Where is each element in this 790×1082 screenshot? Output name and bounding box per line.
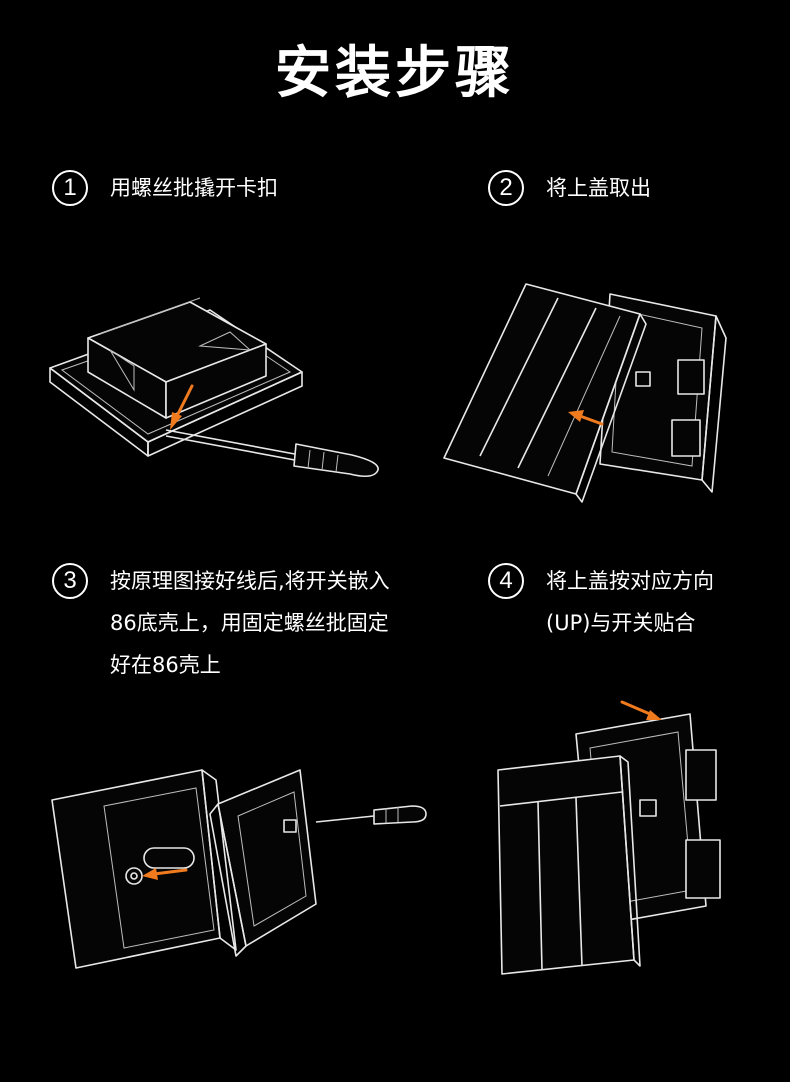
- step-2-line-1: 将上盖取出: [546, 176, 651, 200]
- step-3-line-1: 按原理图接好线后,将开关嵌入: [110, 569, 390, 593]
- step-2-number-badge: 2: [488, 170, 524, 206]
- step-2-illustration: [443, 283, 727, 503]
- step-3-line-2: 86底壳上，用固定螺丝批固定: [110, 611, 389, 635]
- step-2-text: 将上盖取出: [546, 167, 651, 209]
- step-1-number-badge: 1: [52, 170, 88, 206]
- arrow-icon: [568, 410, 604, 426]
- step-1-line-1: 用螺丝批撬开卡扣: [110, 176, 278, 200]
- arrow-icon: [170, 384, 194, 430]
- step-3-text: 按原理图接好线后,将开关嵌入 86底壳上，用固定螺丝批固定 好在86壳上: [110, 560, 390, 686]
- page-title: 安装步骤: [275, 41, 515, 106]
- arrow-icon: [620, 700, 662, 720]
- step-3-number-badge: 3: [52, 563, 88, 599]
- screwdriver-icon: [315, 805, 427, 825]
- step-4-illustration: [497, 700, 721, 975]
- step-4-text: 将上盖按对应方向 (UP)与开关贴合: [546, 560, 714, 644]
- step-4-number-badge: 4: [488, 563, 524, 599]
- step-4-line-1: 将上盖按对应方向: [546, 569, 714, 593]
- arrow-icon: [142, 868, 188, 880]
- step-3-illustration: [51, 769, 427, 969]
- screwdriver-icon: [165, 429, 379, 478]
- step-3-line-3: 好在86壳上: [110, 653, 221, 677]
- step-1-illustration: [49, 297, 379, 478]
- step-4-line-2: (UP)与开关贴合: [546, 611, 696, 635]
- step-1-text: 用螺丝批撬开卡扣: [110, 167, 278, 209]
